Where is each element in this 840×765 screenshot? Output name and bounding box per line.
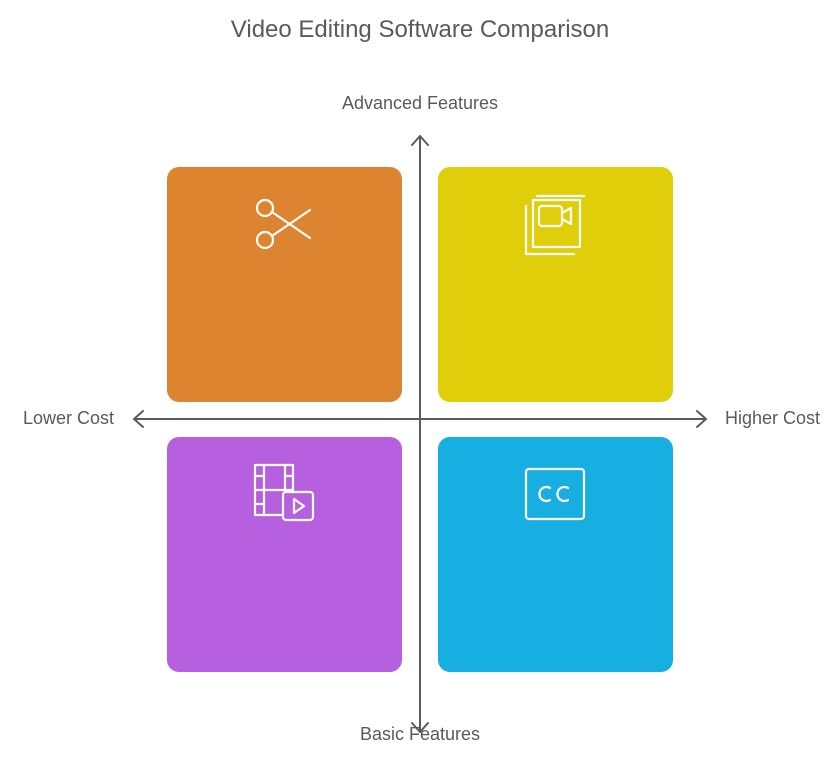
film-play-icon	[252, 462, 316, 526]
quadrant-top-right	[438, 167, 673, 402]
left-arrow-icon	[133, 410, 144, 428]
axis-label-top: Advanced Features	[341, 93, 499, 113]
scissors-icon	[252, 192, 316, 256]
axis-label-right: Higher Cost	[724, 408, 820, 428]
quadrant-top-left	[167, 167, 402, 402]
closed-captions-icon	[523, 462, 587, 526]
video-layers-icon	[523, 192, 587, 256]
down-arrow-icon	[411, 722, 429, 733]
chart-title: Video Editing Software Comparison	[230, 16, 610, 43]
quadrant-bottom-left	[167, 437, 402, 672]
quadrant-bottom-right	[438, 437, 673, 672]
axis-label-left: Lower Cost	[23, 408, 115, 428]
axis-label-bottom: Basic Features	[359, 724, 481, 744]
right-arrow-icon	[696, 410, 707, 428]
up-arrow-icon	[411, 135, 429, 146]
